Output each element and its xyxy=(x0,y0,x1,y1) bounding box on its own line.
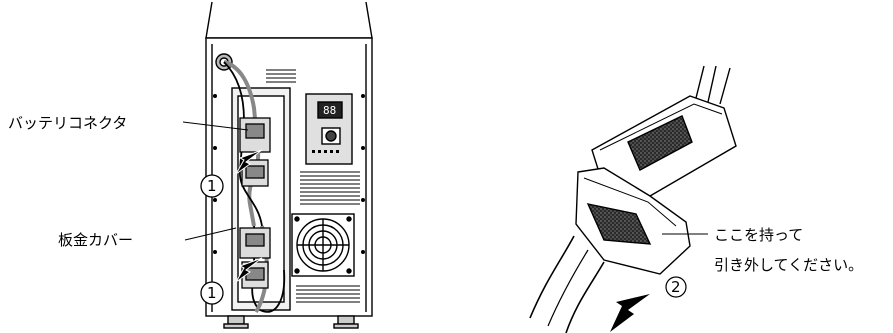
hold-here-label-line1: ここを持って xyxy=(714,226,803,244)
lower-battery-connector xyxy=(240,228,270,288)
step-marker-1-upper: 1 xyxy=(201,175,223,197)
hold-here-label-line2: 引き外してください。 xyxy=(714,256,863,274)
battery-connector-label: バッテリコネクタ xyxy=(8,114,127,132)
pull-arrow-closeup xyxy=(610,294,650,332)
step-marker-1-lower: 1 xyxy=(201,282,223,304)
step-marker-2: 2 xyxy=(666,277,686,297)
connector-closeup xyxy=(530,66,736,333)
display-readout: 88 xyxy=(323,104,336,117)
svg-text:1: 1 xyxy=(207,284,217,302)
svg-text:1: 1 xyxy=(207,177,217,195)
sheet-metal-cover-label: 板金カバー xyxy=(58,231,133,249)
svg-text:2: 2 xyxy=(671,278,681,296)
ups-unit: 88 xyxy=(206,2,372,328)
upper-battery-connector xyxy=(240,118,270,186)
leveling-feet xyxy=(224,316,358,328)
